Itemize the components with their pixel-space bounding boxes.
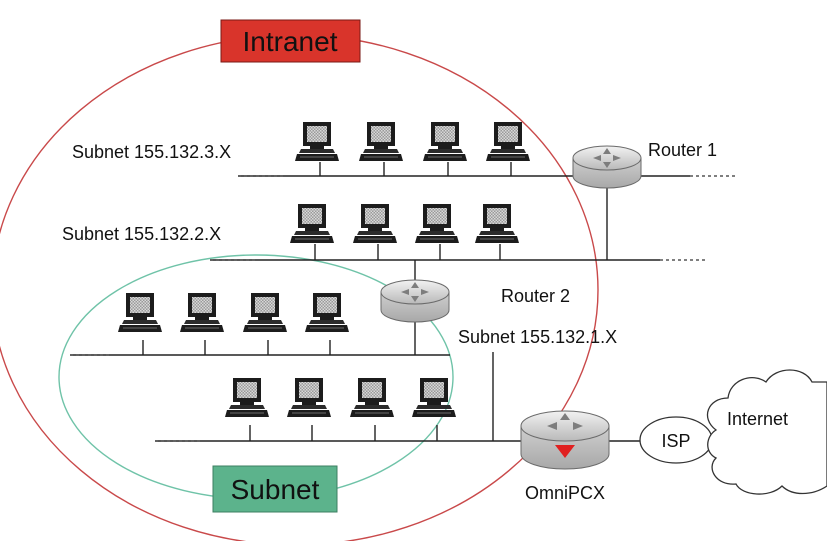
workstation bbox=[352, 203, 398, 244]
omnipcx-label: OmniPCX bbox=[525, 483, 605, 503]
workstation bbox=[422, 121, 468, 162]
workstation bbox=[485, 121, 531, 162]
subnet-badge bbox=[212, 465, 338, 513]
router-2-icon bbox=[380, 279, 450, 323]
internet-cloud bbox=[706, 369, 827, 495]
router-2-label: Router 2 bbox=[501, 286, 570, 306]
workstation bbox=[358, 121, 404, 162]
workstation bbox=[414, 203, 460, 244]
subnet-3-label: Subnet 155.132.3.X bbox=[72, 142, 231, 162]
router-1-icon bbox=[572, 145, 642, 189]
intranet-badge bbox=[220, 19, 361, 63]
workstation bbox=[474, 203, 520, 244]
workstation bbox=[289, 203, 335, 244]
workstation bbox=[117, 292, 163, 333]
subnet-1-label: Subnet 155.132.1.X bbox=[458, 327, 617, 347]
subnet-zone-label: Subnet bbox=[231, 474, 320, 505]
workstation bbox=[224, 377, 270, 418]
workstation bbox=[179, 292, 225, 333]
omnipcx-icon bbox=[520, 410, 610, 470]
workstation bbox=[349, 377, 395, 418]
isp-label: ISP bbox=[661, 431, 690, 451]
intranet-label: Intranet bbox=[243, 26, 338, 57]
workstation bbox=[304, 292, 350, 333]
network-wiring bbox=[70, 162, 736, 442]
router-1-label: Router 1 bbox=[648, 140, 717, 160]
workstation bbox=[286, 377, 332, 418]
subnet-2-label: Subnet 155.132.2.X bbox=[62, 224, 221, 244]
workstation bbox=[411, 377, 457, 418]
internet-label: Internet bbox=[727, 409, 788, 429]
workstation bbox=[242, 292, 288, 333]
workstation bbox=[294, 121, 340, 162]
